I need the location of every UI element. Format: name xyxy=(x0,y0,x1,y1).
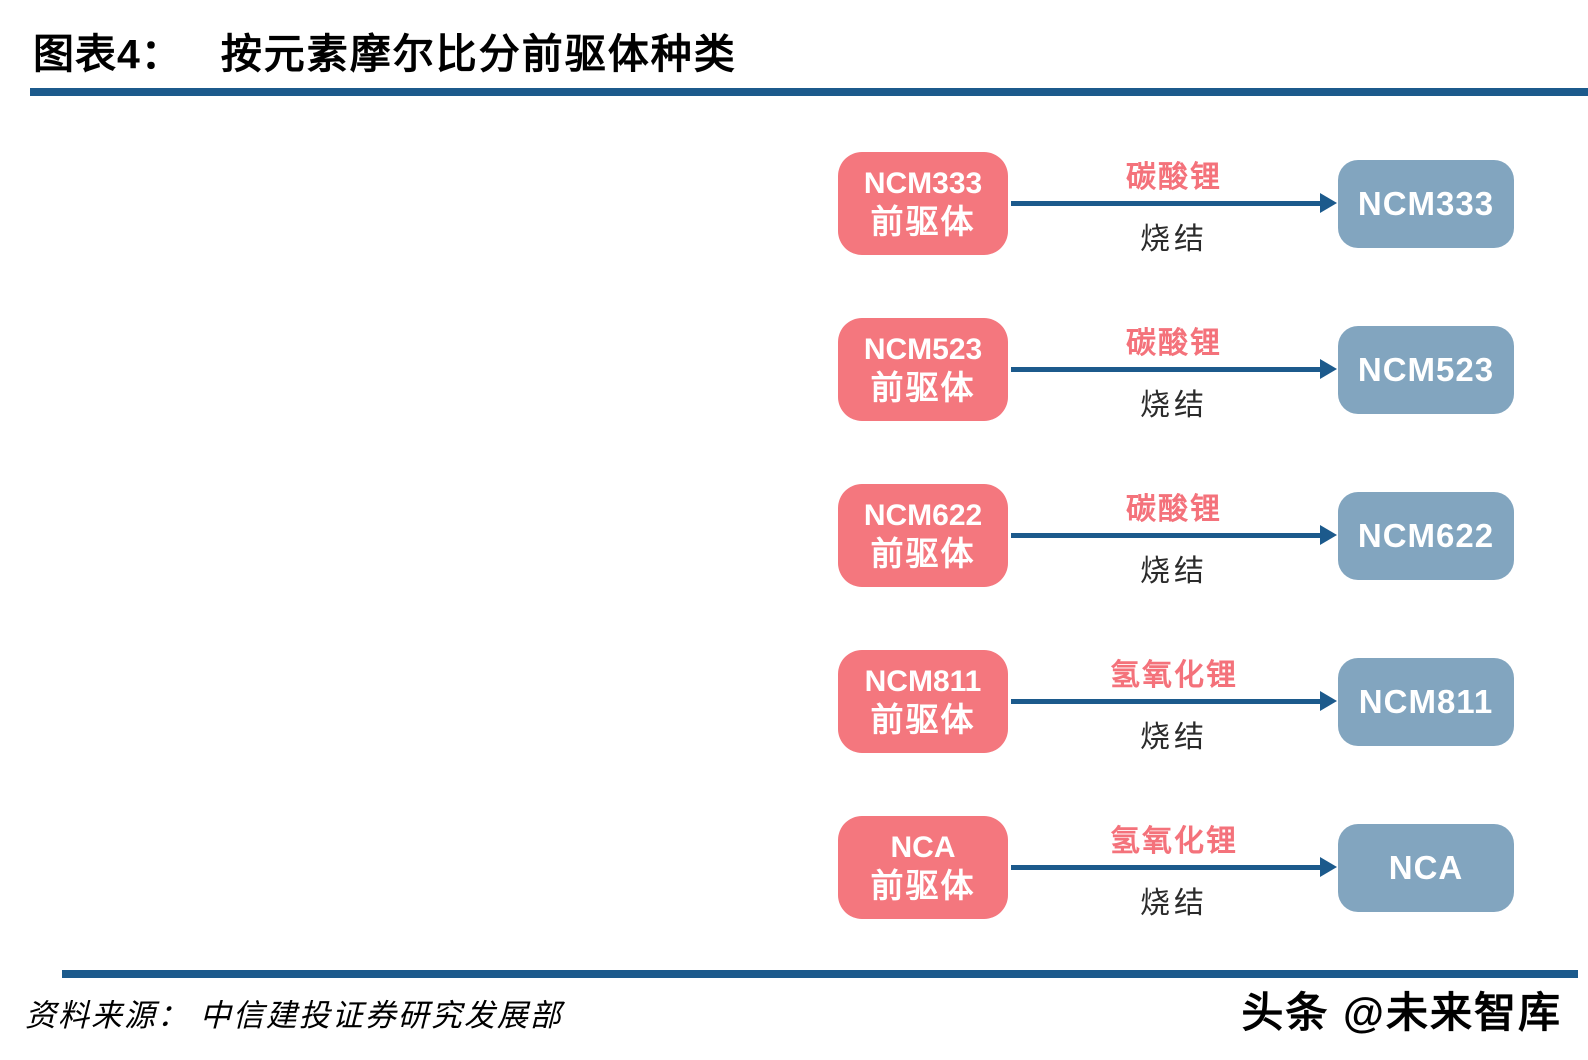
arrow-head-icon xyxy=(1320,525,1337,545)
precursor-suffix: 前驱体 xyxy=(870,866,976,904)
figure-header: 图表4： 按元素摩尔比分前驱体种类 xyxy=(33,20,737,80)
lithium-source-label: 氢氧化锂 xyxy=(1110,659,1238,692)
arrow-head-icon xyxy=(1320,857,1337,877)
precursor-suffix: 前驱体 xyxy=(870,700,976,738)
precursor-box-ncm523: NCM523 前驱体 xyxy=(838,318,1008,421)
product-name: NCM622 xyxy=(1357,517,1495,554)
precursor-name: NCM523 xyxy=(863,332,983,366)
flow-row-ncm333: NCM333 前驱体 碳酸锂 烧结 NCM333 xyxy=(838,152,1514,256)
process-label: 烧结 xyxy=(1140,887,1208,920)
flow-row-nca: NCA 前驱体 氢氧化锂 烧结 NCA xyxy=(838,816,1514,920)
precursor-suffix: 前驱体 xyxy=(870,534,976,572)
lithium-source-label: 碳酸锂 xyxy=(1126,493,1222,526)
flow-row-ncm811: NCM811 前驱体 氢氧化锂 烧结 NCM811 xyxy=(838,650,1514,754)
product-name: NCM333 xyxy=(1357,185,1495,222)
precursor-name: NCM811 xyxy=(864,664,982,698)
product-name: NCM811 xyxy=(1358,683,1494,720)
lithium-source-label: 碳酸锂 xyxy=(1126,161,1222,194)
precursor-box-ncm811: NCM811 前驱体 xyxy=(838,650,1008,753)
watermark-toutiao: 头条 @未来智库 xyxy=(1241,989,1562,1036)
figure-title: 按元素摩尔比分前驱体种类 xyxy=(220,31,737,77)
precursor-suffix: 前驱体 xyxy=(870,368,976,406)
flow-row-ncm523: NCM523 前驱体 碳酸锂 烧结 NCM523 xyxy=(838,318,1514,422)
product-box-nca: NCA xyxy=(1338,824,1514,912)
arrow-head-icon xyxy=(1320,193,1337,213)
precursor-suffix: 前驱体 xyxy=(870,202,976,240)
product-name: NCA xyxy=(1388,849,1464,886)
arrow-head-icon xyxy=(1320,691,1337,711)
process-arrow xyxy=(1011,865,1322,870)
precursor-box-ncm622: NCM622 前驱体 xyxy=(838,484,1008,587)
precursor-name: NCA xyxy=(890,830,956,864)
product-box-ncm622: NCM622 xyxy=(1338,492,1514,580)
process-arrow xyxy=(1011,533,1322,538)
product-box-ncm333: NCM333 xyxy=(1338,160,1514,248)
precursor-flow-diagram: NCM333 前驱体 碳酸锂 烧结 NCM333 NCM523 前驱体 碳酸锂 … xyxy=(838,152,1514,920)
arrow-head-icon xyxy=(1320,359,1337,379)
process-label: 烧结 xyxy=(1140,555,1208,588)
process-arrow xyxy=(1011,699,1322,704)
precursor-box-nca: NCA 前驱体 xyxy=(838,816,1008,919)
precursor-name: NCM622 xyxy=(863,498,983,532)
process-label: 烧结 xyxy=(1140,223,1208,256)
product-box-ncm523: NCM523 xyxy=(1338,326,1514,414)
precursor-box-ncm333: NCM333 前驱体 xyxy=(838,152,1008,255)
process-label: 烧结 xyxy=(1140,721,1208,754)
figure-number-label: 图表4： xyxy=(33,31,183,77)
source-note: 资料来源： 中信建投证券研究发展部 xyxy=(25,998,563,1033)
process-arrow xyxy=(1011,367,1322,372)
footer-divider-rule xyxy=(62,970,1578,978)
flow-row-ncm622: NCM622 前驱体 碳酸锂 烧结 NCM622 xyxy=(838,484,1514,588)
product-box-ncm811: NCM811 xyxy=(1338,658,1514,746)
product-name: NCM523 xyxy=(1357,351,1495,388)
precursor-name: NCM333 xyxy=(863,166,983,200)
lithium-source-label: 氢氧化锂 xyxy=(1110,825,1238,858)
process-label: 烧结 xyxy=(1140,389,1208,422)
process-arrow xyxy=(1011,201,1322,206)
header-divider-rule xyxy=(30,88,1588,96)
lithium-source-label: 碳酸锂 xyxy=(1126,327,1222,360)
